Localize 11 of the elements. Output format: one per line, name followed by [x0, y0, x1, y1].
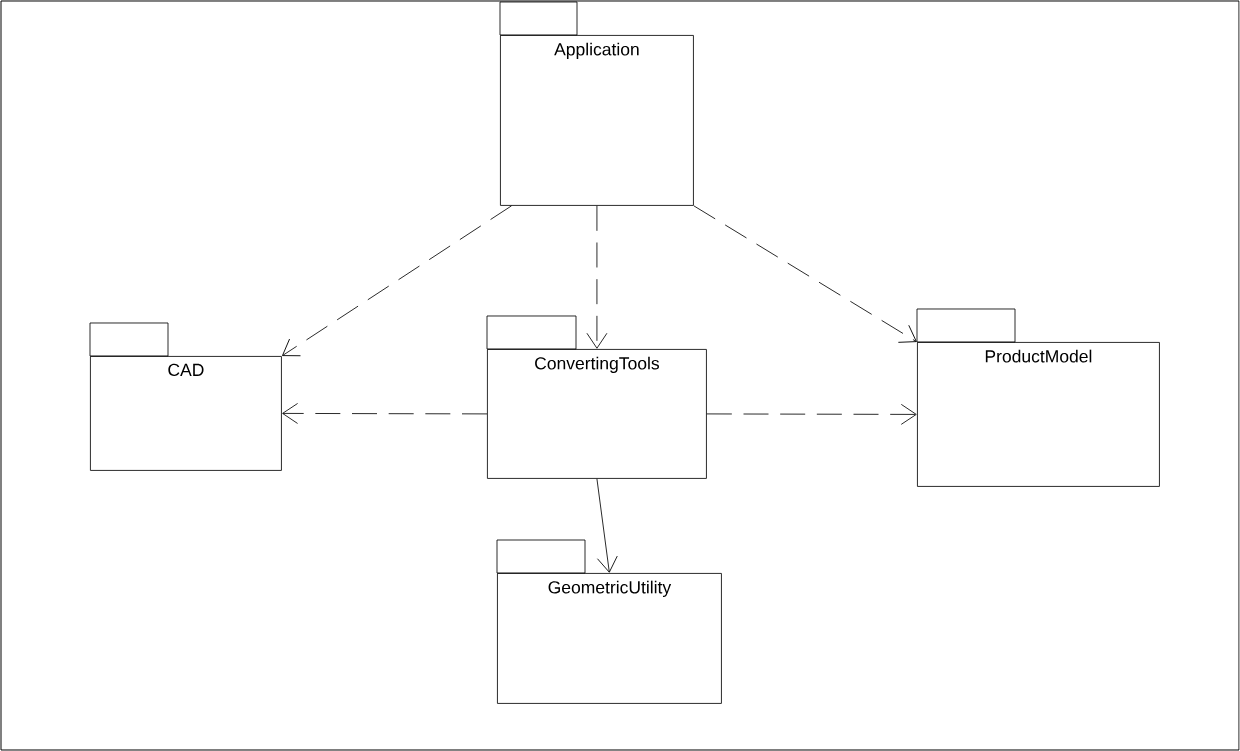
package-box: ConvertingTools: [486, 315, 707, 479]
package-box: ProductModel: [916, 308, 1160, 487]
dependency-arrow: [596, 478, 618, 573]
package-box: CAD: [89, 322, 282, 471]
dependency-arrow: [282, 403, 488, 424]
package-box: GeometricUtility: [496, 539, 722, 704]
dependency-arrow: [706, 403, 917, 425]
package-box: Application: [499, 1, 694, 206]
dependency-arrow: [586, 205, 608, 349]
dependency-arrow: [693, 205, 917, 343]
dependency-arrow: [282, 205, 512, 357]
